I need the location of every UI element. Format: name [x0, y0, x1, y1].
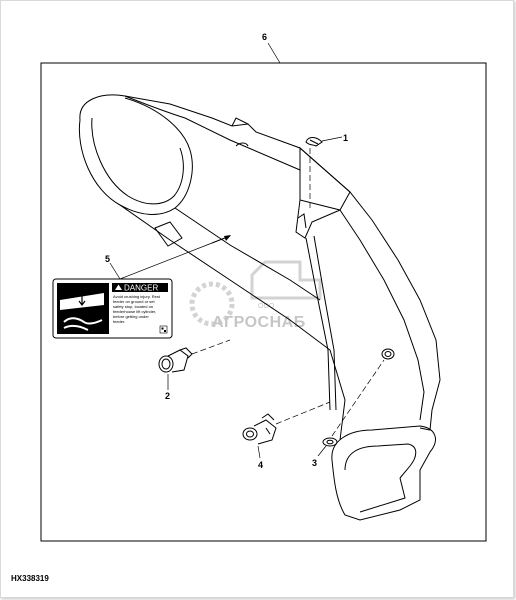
part-3-washer [322, 437, 338, 447]
part-4-latch [242, 413, 277, 445]
callout-2: 2 [165, 391, 170, 401]
leader-dashed-2 [191, 339, 231, 355]
warning-triangle-icon [115, 284, 122, 290]
watermark-gear-icon [189, 281, 235, 327]
direction-arrow-icon [224, 235, 231, 241]
leader-line-1 [321, 136, 343, 142]
qr-code-icon [159, 325, 168, 334]
danger-header [112, 283, 168, 292]
callout-3: 3 [312, 458, 317, 468]
watermark-company-name: АГРОСНАБ [212, 314, 306, 331]
callout-5: 5 [105, 254, 110, 264]
danger-title: DANGER [124, 284, 158, 293]
shield-housing [78, 94, 441, 521]
callout-4: 4 [258, 460, 263, 470]
watermark: ООО АГРОСНАБ [189, 260, 322, 331]
danger-line-1: Avoid crushing injury. Rest [113, 294, 161, 299]
figure-id: HX338319 [11, 574, 49, 583]
part-5-danger-label: DANGER Avoid crushing injury. Rest feede… [52, 278, 173, 339]
part-2-bolt [158, 347, 193, 373]
watermark-company-prefix: ООО [258, 303, 275, 310]
callout-1: 1 [343, 133, 348, 143]
danger-line-3: safety stop, located on [113, 304, 153, 309]
leader-line-5b [119, 242, 213, 280]
danger-line-4: feederhouse lift cylinder, [113, 309, 156, 314]
danger-line-2: feeder on ground or set [113, 299, 155, 304]
callout-6: 6 [262, 32, 267, 42]
watermark-harvester-icon [250, 260, 322, 300]
leader-line-4 [257, 445, 261, 459]
danger-line-5: before getting under [113, 314, 149, 319]
danger-line-6: feeder. [113, 319, 125, 324]
diagram-frame [40, 62, 487, 542]
leader-dashed-3 [331, 359, 385, 437]
leader-line-6 [267, 42, 281, 64]
leader-dashed-4 [275, 401, 331, 425]
part-1-clip [305, 137, 323, 147]
leader-line-5 [109, 262, 121, 280]
leader-line-3 [317, 445, 327, 457]
